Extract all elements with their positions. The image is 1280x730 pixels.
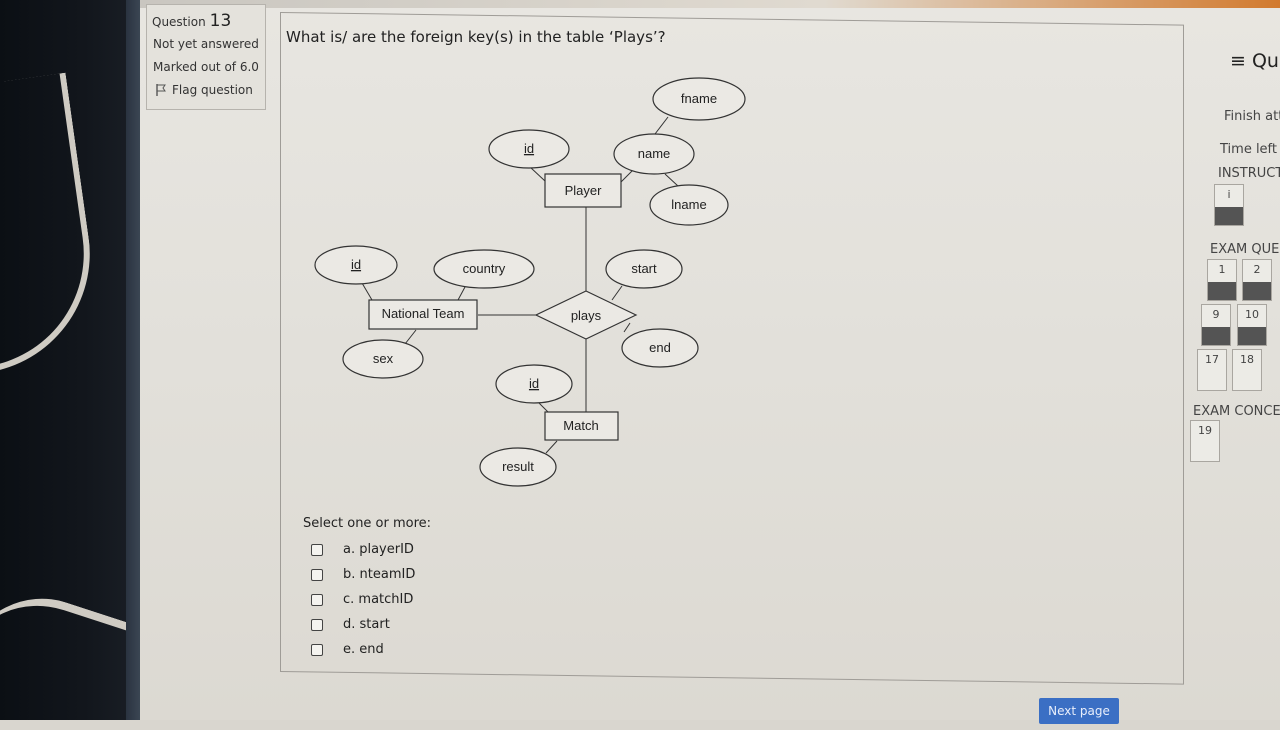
flag-icon xyxy=(156,84,166,96)
checkbox[interactable] xyxy=(311,618,323,631)
question-nav-button[interactable]: 1 xyxy=(1207,259,1237,301)
flag-question-link[interactable]: Flag question xyxy=(156,83,265,97)
answer-prompt: Select one or more: xyxy=(303,516,432,531)
flag-question-label: Flag question xyxy=(172,83,253,97)
checkbox[interactable] xyxy=(311,543,323,556)
attr-fname: fname xyxy=(681,91,717,106)
attr-team-id: id xyxy=(351,257,361,272)
instructions-heading: INSTRUCT xyxy=(1218,166,1280,181)
attr-sex: sex xyxy=(373,351,394,366)
button-label: 18 xyxy=(1240,353,1254,366)
button-label: 17 xyxy=(1205,353,1219,366)
question-label: Question xyxy=(152,15,206,29)
answer-label: b. nteamID xyxy=(343,567,416,582)
button-label: 2 xyxy=(1253,263,1261,276)
question-text: What is/ are the foreign key(s) in the t… xyxy=(286,28,666,46)
button-label: 1 xyxy=(1218,263,1226,276)
button-label: 10 xyxy=(1245,308,1259,321)
er-diagram: fname id name lname Player id country st… xyxy=(314,77,746,487)
next-page-button[interactable]: Next page xyxy=(1039,698,1119,724)
question-number: Question 13 xyxy=(152,11,265,31)
entity-player: Player xyxy=(565,183,603,198)
checkbox[interactable] xyxy=(311,593,323,606)
time-left: Time left ( xyxy=(1220,142,1280,157)
question-nav-button[interactable]: 18 xyxy=(1232,349,1262,391)
exam-concepts-heading: EXAM CONCE xyxy=(1193,404,1280,419)
attr-player-id: id xyxy=(524,141,534,156)
answer-option-a[interactable]: a. playerID xyxy=(303,537,431,562)
entity-match: Match xyxy=(563,418,598,433)
answer-label: e. end xyxy=(343,642,384,657)
question-nav-button[interactable]: 17 xyxy=(1197,349,1227,391)
attr-result: result xyxy=(502,459,534,474)
attr-start: start xyxy=(631,261,657,276)
answer-block: Select one or more: a. playerID b. nteam… xyxy=(303,516,431,662)
entity-national-team: National Team xyxy=(382,306,465,321)
question-marks: Marked out of 6.0 xyxy=(153,60,259,74)
answer-label: c. matchID xyxy=(343,592,414,607)
attr-country: country xyxy=(463,261,506,276)
question-info-box: Question 13 Not yet answered Marked out … xyxy=(146,4,266,110)
relationship-plays: plays xyxy=(571,308,602,323)
answer-option-b[interactable]: b. nteamID xyxy=(303,562,431,587)
attr-lname: lname xyxy=(671,197,706,212)
checkbox[interactable] xyxy=(311,643,323,656)
answer-option-e[interactable]: e. end xyxy=(303,637,431,662)
question-nav-button[interactable]: 10 xyxy=(1237,304,1267,346)
button-label: 19 xyxy=(1198,424,1212,437)
exam-questions-heading: EXAM QUE xyxy=(1210,242,1280,257)
question-nav-button[interactable]: 2 xyxy=(1242,259,1272,301)
question-status: Not yet answered xyxy=(153,37,259,51)
button-label: 9 xyxy=(1212,308,1220,321)
question-nav-button[interactable]: 19 xyxy=(1190,420,1220,462)
attr-end: end xyxy=(649,340,671,355)
checkbox[interactable] xyxy=(311,568,323,581)
answer-label: a. playerID xyxy=(343,542,414,557)
monitor-edge xyxy=(126,0,140,720)
answer-label: d. start xyxy=(343,617,390,632)
button-label: i xyxy=(1227,188,1231,201)
monitor-bezel xyxy=(0,0,140,720)
attr-match-id: id xyxy=(529,376,539,391)
finish-attempt-link[interactable]: Finish att xyxy=(1224,109,1280,124)
answer-option-c[interactable]: c. matchID xyxy=(303,587,431,612)
quiz-nav-title[interactable]: ≡ Qui xyxy=(1230,50,1280,72)
attr-name: name xyxy=(638,146,671,161)
instructions-button[interactable]: i xyxy=(1214,184,1244,226)
answer-option-d[interactable]: d. start xyxy=(303,612,431,637)
question-nav-button[interactable]: 9 xyxy=(1201,304,1231,346)
question-number-value: 13 xyxy=(209,11,232,31)
top-bar xyxy=(140,0,1280,8)
